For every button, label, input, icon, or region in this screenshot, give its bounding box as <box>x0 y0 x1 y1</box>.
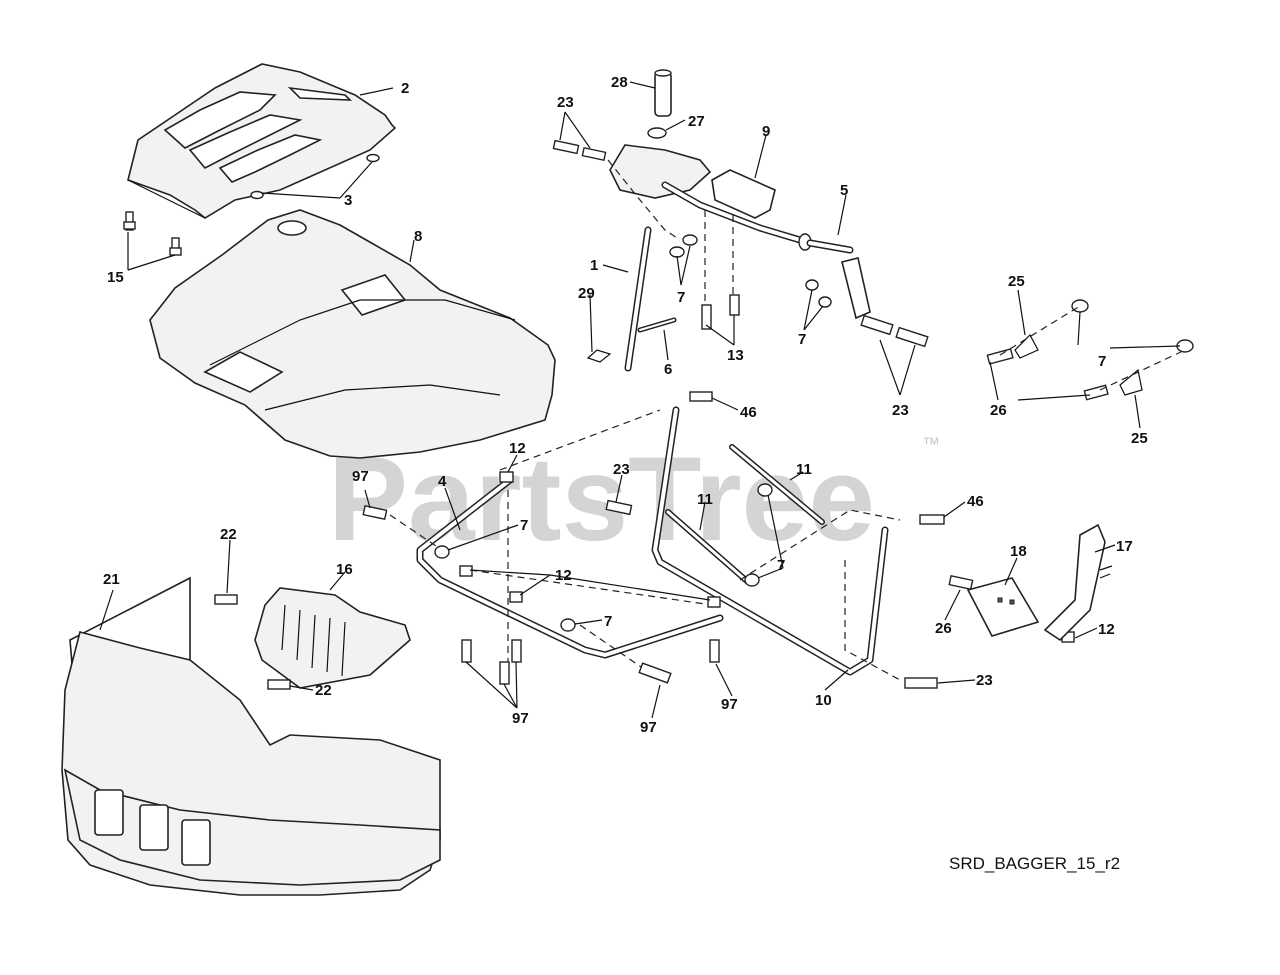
part-17-bracket[interactable] <box>1043 523 1113 642</box>
assembly-dashed-lines <box>389 159 1186 681</box>
callout-23-side[interactable]: 23 <box>892 402 909 419</box>
callout-10[interactable]: 10 <box>815 692 832 709</box>
part-16-deflector[interactable] <box>254 587 411 689</box>
part-7-upper-nuts[interactable] <box>669 234 832 308</box>
callout-97-d[interactable]: 97 <box>721 696 738 713</box>
callout-15[interactable]: 15 <box>107 269 124 286</box>
part-23-upper-bolts[interactable] <box>552 139 607 162</box>
callout-5[interactable]: 5 <box>840 182 848 199</box>
callout-97-a[interactable]: 97 <box>352 468 369 485</box>
callout-12-a[interactable]: 12 <box>509 440 526 457</box>
part-9-bracket[interactable] <box>609 144 804 244</box>
part-15-screws[interactable] <box>123 211 182 256</box>
part-21-bag[interactable] <box>61 576 441 896</box>
callout-12-c[interactable]: 12 <box>1098 621 1115 638</box>
callout-46-b[interactable]: 46 <box>967 493 984 510</box>
callout-22-b[interactable]: 22 <box>315 682 332 699</box>
part-23-lower-bolts[interactable] <box>605 499 938 689</box>
part-2-hood-cover[interactable] <box>127 63 397 219</box>
part-46-bolts[interactable] <box>689 391 945 525</box>
callout-17[interactable]: 17 <box>1116 538 1133 555</box>
callout-13[interactable]: 13 <box>727 347 744 364</box>
part-18-plate[interactable] <box>966 577 1040 637</box>
watermark-trademark: ™ <box>922 434 940 454</box>
part-26-lower-bolt[interactable] <box>948 574 974 591</box>
callout-25-a[interactable]: 25 <box>1008 273 1025 290</box>
callout-leaders <box>99 81 1181 719</box>
part-10-frame-rod[interactable] <box>651 406 889 676</box>
callout-22-a[interactable]: 22 <box>220 526 237 543</box>
callout-4[interactable]: 4 <box>438 473 447 490</box>
callout-6[interactable]: 6 <box>664 361 672 378</box>
part-29-clip[interactable] <box>586 349 612 363</box>
part-6-pin[interactable] <box>637 317 677 333</box>
callout-3[interactable]: 3 <box>344 192 352 209</box>
callout-2[interactable]: 2 <box>401 80 409 97</box>
part-7-lower-nuts[interactable] <box>434 483 773 632</box>
part-23-side-bolts[interactable] <box>860 314 929 348</box>
callout-1[interactable]: 1 <box>590 257 598 274</box>
callout-29[interactable]: 29 <box>578 285 595 302</box>
callout-23-upper[interactable]: 23 <box>557 94 574 111</box>
callout-21[interactable]: 21 <box>103 571 120 588</box>
part-22-screws[interactable] <box>214 594 291 690</box>
part-3-nuts[interactable] <box>250 153 380 200</box>
callout-12-b[interactable]: 12 <box>555 567 572 584</box>
part-8-front-shroud[interactable] <box>149 209 556 459</box>
part-11-links[interactable] <box>665 444 825 585</box>
watermark-text: PartsTree <box>328 432 875 566</box>
callout-26-a[interactable]: 26 <box>990 402 1007 419</box>
callout-46-a[interactable]: 46 <box>740 404 757 421</box>
part-13-bolts[interactable] <box>701 294 740 330</box>
callout-97-c[interactable]: 97 <box>640 719 657 736</box>
callout-7-a[interactable]: 7 <box>677 289 685 306</box>
part-5-linkage[interactable] <box>798 233 871 320</box>
part-7-right-nuts[interactable] <box>1071 299 1194 353</box>
callout-23-mid[interactable]: 23 <box>613 461 630 478</box>
callout-16[interactable]: 16 <box>336 561 353 578</box>
callout-18[interactable]: 18 <box>1010 543 1027 560</box>
callout-9[interactable]: 9 <box>762 123 770 140</box>
callout-26-b[interactable]: 26 <box>935 620 952 637</box>
callout-7-f[interactable]: 7 <box>604 613 612 630</box>
part-4-frame-rod[interactable] <box>416 476 724 659</box>
callout-11-b[interactable]: 11 <box>697 491 713 508</box>
callout-8[interactable]: 8 <box>414 228 422 245</box>
callout-23-lower[interactable]: 23 <box>976 672 993 689</box>
callout-7-d[interactable]: 7 <box>520 517 528 534</box>
part-1-rod[interactable] <box>624 226 652 372</box>
part-26-bolts[interactable] <box>986 348 1109 401</box>
part-27-washer[interactable] <box>647 127 667 139</box>
callout-7-e[interactable]: 7 <box>777 557 785 574</box>
callout-7-b[interactable]: 7 <box>798 331 806 348</box>
callout-7-c[interactable]: 7 <box>1098 353 1106 370</box>
drawing-code: SRD_BAGGER_15_r2 <box>949 854 1120 873</box>
part-28-tube[interactable] <box>654 69 672 117</box>
callout-97-b[interactable]: 97 <box>512 710 529 727</box>
callout-11-a[interactable]: 11 <box>796 461 812 478</box>
callout-27[interactable]: 27 <box>688 113 705 130</box>
callout-28[interactable]: 28 <box>611 74 628 91</box>
part-97-bolts[interactable] <box>362 504 720 685</box>
callout-25-b[interactable]: 25 <box>1131 430 1148 447</box>
callout-labels: 2 3 15 8 28 27 23 9 5 1 29 6 7 13 7 23 2… <box>103 74 1148 736</box>
